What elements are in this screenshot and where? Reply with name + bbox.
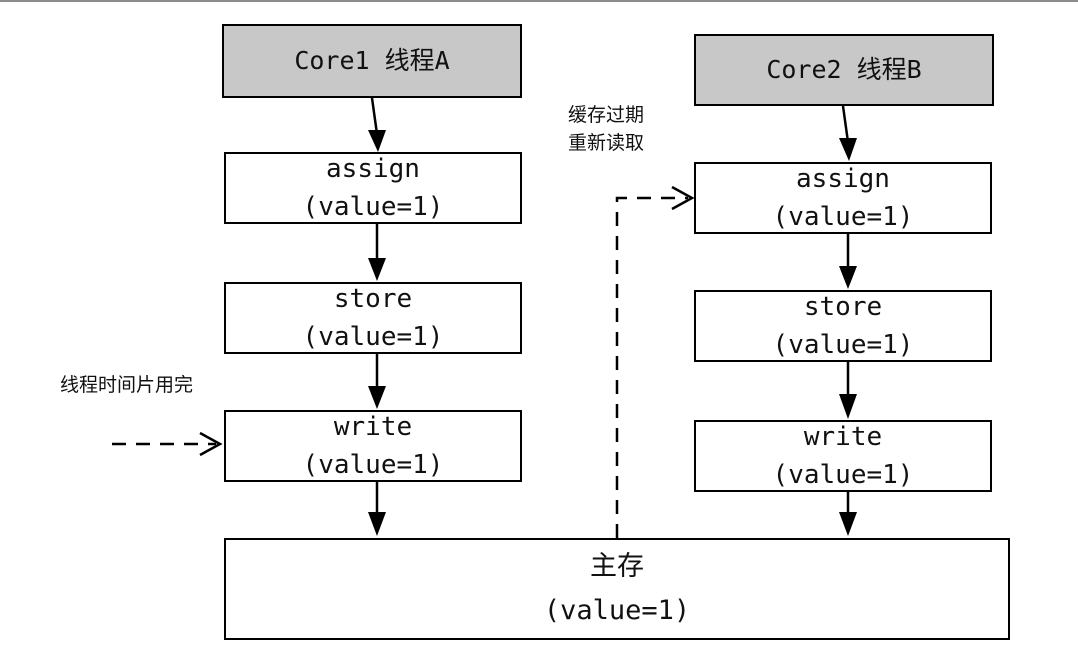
core1-assign-op: assign <box>326 154 420 184</box>
core1-store-box: store (value=1) <box>224 282 522 354</box>
main-memory-value: (value=1) <box>543 595 691 626</box>
arrow-core1-to-assign <box>368 97 386 152</box>
core2-thread-b-box: Core2 线程B <box>694 34 994 106</box>
arrow-store-to-write-left <box>368 354 386 409</box>
core1-thread-a-box: Core1 线程A <box>222 24 522 98</box>
core2-assign-value: (value=1) <box>772 202 914 232</box>
core2-thread-b-label: Core2 线程B <box>766 55 922 84</box>
top-border-line <box>0 0 1078 2</box>
arrow-assign-to-store-right <box>839 234 857 289</box>
time-slice-note: 线程时间片用完 <box>60 374 194 396</box>
core2-write-value: (value=1) <box>772 460 914 490</box>
core1-write-op: write <box>333 412 413 442</box>
core2-store-value: (value=1) <box>772 330 914 360</box>
core2-store-op: store <box>803 292 883 322</box>
arrow-core2-to-assign <box>839 105 857 161</box>
core2-write-op: write <box>803 422 883 452</box>
core2-write-box: write (value=1) <box>694 420 992 492</box>
cache-expired-note-line2: 重新读取 <box>568 132 645 154</box>
dashed-arrow-cache-reload <box>615 185 695 538</box>
cache-expired-note-line1: 缓存过期 <box>568 104 645 126</box>
core1-store-op: store <box>333 284 413 314</box>
main-memory-box: 主存 (value=1) <box>224 538 1010 640</box>
core1-store-value: (value=1) <box>302 322 444 352</box>
core1-write-box: write (value=1) <box>224 410 522 482</box>
arrow-store-to-write-right <box>839 362 857 419</box>
core2-assign-box: assign (value=1) <box>694 162 992 234</box>
core1-assign-value: (value=1) <box>302 192 444 222</box>
dashed-arrow-time-slice <box>112 431 223 457</box>
arrow-write-to-memory-right <box>839 492 857 536</box>
arrow-assign-to-store-left <box>368 224 386 281</box>
main-memory-title: 主存 <box>590 551 644 582</box>
core2-store-box: store (value=1) <box>694 290 992 362</box>
core1-write-value: (value=1) <box>302 450 444 480</box>
arrow-write-to-memory-left <box>368 482 386 536</box>
core1-assign-box: assign (value=1) <box>224 152 522 224</box>
core1-thread-a-label: Core1 线程A <box>294 46 450 75</box>
core2-assign-op: assign <box>796 164 890 194</box>
